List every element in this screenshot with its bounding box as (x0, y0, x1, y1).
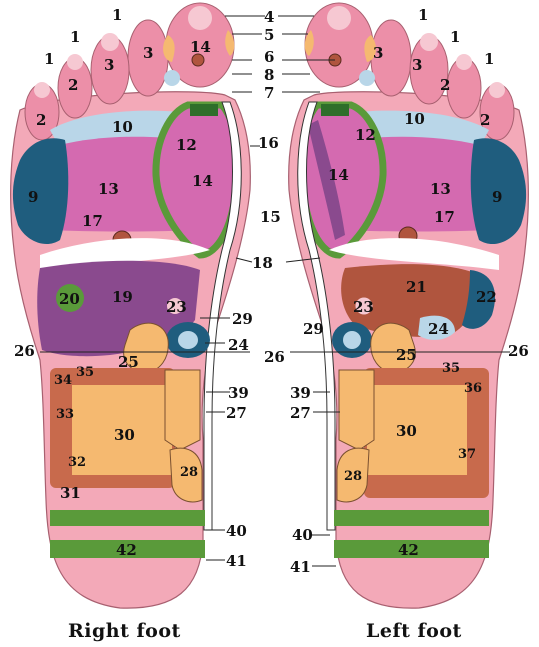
label-2: 2 (68, 76, 78, 94)
label-27: 27 (226, 404, 247, 422)
left-toe-tip-4 (489, 82, 505, 98)
label-2: 2 (440, 76, 450, 94)
label-41: 41 (226, 552, 247, 570)
label-41: 41 (290, 558, 311, 576)
label-5: 5 (264, 26, 274, 44)
label-34: 34 (54, 373, 72, 388)
label-30: 30 (114, 426, 135, 444)
right-zone-24-inner (178, 331, 198, 349)
label-3: 3 (104, 56, 114, 74)
label-3: 3 (373, 44, 383, 62)
label-1: 1 (44, 50, 54, 68)
left-toe-tip-1 (327, 6, 351, 30)
label-10: 10 (112, 118, 133, 136)
label-30: 30 (396, 422, 417, 440)
left-toe-tip-3 (456, 54, 472, 70)
label-17: 17 (434, 208, 455, 226)
label-14: 14 (192, 172, 213, 190)
label-29: 29 (303, 320, 324, 338)
label-3: 3 (143, 44, 153, 62)
label-29: 29 (232, 310, 253, 328)
label-27: 27 (290, 404, 311, 422)
left-foot-caption: Left foot (366, 620, 462, 642)
label-18: 18 (252, 254, 273, 272)
label-36: 36 (464, 381, 482, 396)
right-zone-7-bar (190, 104, 218, 116)
label-2: 2 (36, 111, 46, 129)
label-23: 23 (166, 298, 187, 316)
label-3: 3 (412, 56, 422, 74)
label-39: 39 (228, 384, 249, 402)
label-15: 15 (260, 208, 281, 226)
label-8: 8 (264, 66, 274, 84)
label-22: 22 (476, 288, 497, 306)
label-40: 40 (226, 522, 247, 540)
left-zone-30 (367, 385, 467, 475)
label-14: 14 (328, 166, 349, 184)
label-14-toe: 14 (190, 38, 211, 56)
label-6: 6 (264, 48, 274, 66)
label-1: 1 (70, 28, 80, 46)
label-42: 42 (398, 541, 419, 559)
label-16: 16 (258, 134, 279, 152)
label-19: 19 (112, 288, 133, 306)
label-1: 1 (112, 6, 122, 24)
left-zone-29-inner (343, 331, 361, 349)
label-20: 20 (59, 290, 80, 308)
label-1: 1 (484, 50, 494, 68)
left-zone-42-upper (334, 510, 489, 526)
right-zone-27 (165, 370, 200, 450)
label-26: 26 (264, 348, 285, 366)
label-21: 21 (406, 278, 427, 296)
label-1: 1 (450, 28, 460, 46)
label-26: 26 (14, 342, 35, 360)
label-24: 24 (428, 320, 449, 338)
label-10: 10 (404, 110, 425, 128)
label-24: 24 (228, 336, 249, 354)
label-35: 35 (442, 361, 460, 376)
label-1: 1 (418, 6, 428, 24)
label-26: 26 (508, 342, 529, 360)
label-9: 9 (28, 188, 38, 206)
label-32: 32 (68, 455, 86, 470)
label-37: 37 (458, 447, 476, 462)
left-toe-blue-spot (359, 70, 375, 86)
left-toe-tip-2 (420, 33, 438, 51)
left-zone-27 (339, 370, 374, 450)
label-9: 9 (492, 188, 502, 206)
label-13: 13 (98, 180, 119, 198)
label-33: 33 (56, 407, 74, 422)
label-31: 31 (60, 484, 81, 502)
right-foot-caption: Right foot (68, 620, 181, 642)
left-zone-7-bar (321, 104, 349, 116)
right-toe-tip-3 (67, 54, 83, 70)
label-40: 40 (292, 526, 313, 544)
right-toe-blue-spot (164, 70, 180, 86)
label-7: 7 (264, 84, 274, 102)
label-39: 39 (290, 384, 311, 402)
label-4: 4 (264, 8, 274, 26)
label-25: 25 (118, 353, 139, 371)
right-zone-42-upper (50, 510, 205, 526)
label-28: 28 (344, 469, 362, 484)
label-23: 23 (353, 298, 374, 316)
right-toe-tip-1 (188, 6, 212, 30)
right-toe-tip-2 (101, 33, 119, 51)
label-25: 25 (396, 346, 417, 364)
label-2: 2 (480, 111, 490, 129)
label-12: 12 (176, 136, 197, 154)
label-42: 42 (116, 541, 137, 559)
right-toe-tip-4 (34, 82, 50, 98)
label-13: 13 (430, 180, 451, 198)
label-17: 17 (82, 212, 103, 230)
label-35: 35 (76, 365, 94, 380)
label-28: 28 (180, 465, 198, 480)
label-12: 12 (355, 126, 376, 144)
